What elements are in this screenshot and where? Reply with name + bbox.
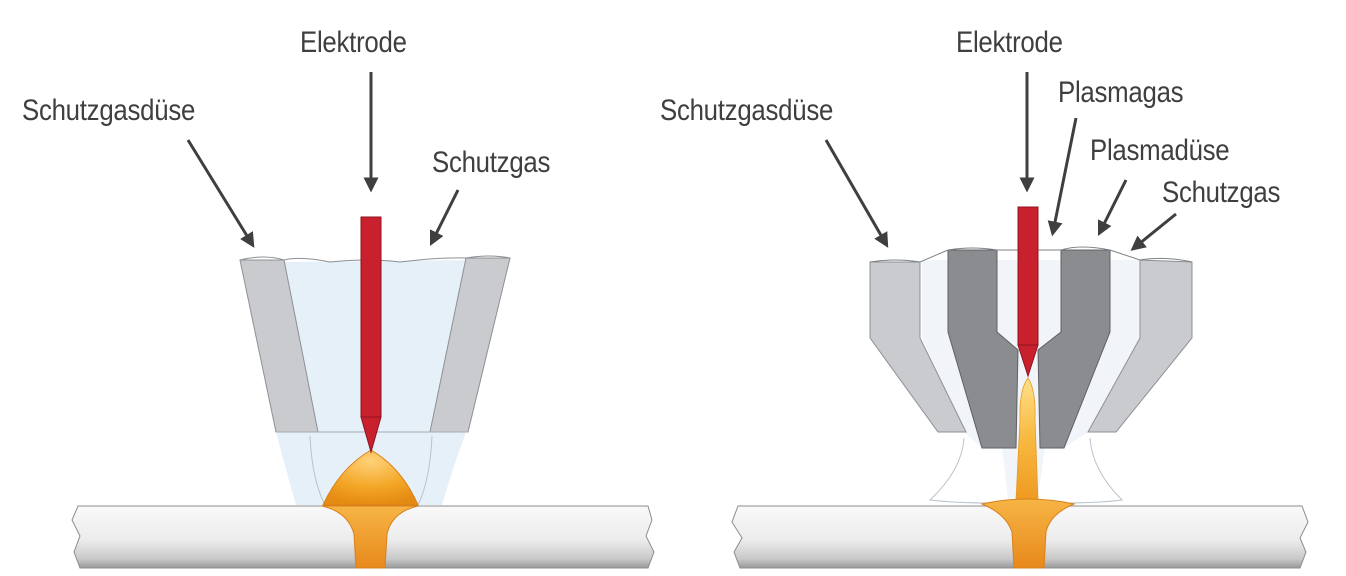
tig-torch bbox=[239, 216, 511, 506]
plasma-gas-outline-left bbox=[928, 437, 991, 504]
plasma-torch bbox=[869, 206, 1193, 504]
tig-weld-pool bbox=[321, 505, 419, 569]
tig-shield-nozzle-arrow bbox=[186, 139, 255, 248]
tig-electrode-tip bbox=[360, 416, 382, 454]
plasma-electrode-tip bbox=[1017, 344, 1039, 378]
plasma-gas-arrow bbox=[1047, 117, 1078, 237]
plasma-shield-gas-label: Schutzgas bbox=[1162, 176, 1281, 209]
tig-gas-outline-left bbox=[309, 435, 326, 506]
plasma-gas-label: Plasmagas bbox=[1058, 76, 1184, 109]
plasma-electrode bbox=[1017, 206, 1039, 346]
plasma-shield-nozzle-arrow bbox=[824, 139, 889, 248]
tig-shield-gas-arrow bbox=[429, 189, 460, 247]
tig-shield-nozzle-label: Schutzgasdüse bbox=[22, 94, 196, 127]
tig-workpiece bbox=[71, 505, 655, 569]
plasma-shield-gas-arrow bbox=[1130, 212, 1177, 251]
tig-gas-outline-right bbox=[417, 435, 433, 506]
plasma-electrode-label: Elektrode bbox=[956, 26, 1063, 59]
plasma-nozzle-label: Plasmadüse bbox=[1090, 134, 1230, 167]
plasma-nozzle-right bbox=[1037, 249, 1111, 449]
plasma-workpiece bbox=[731, 498, 1309, 569]
plasma-gas-outline-right bbox=[1059, 437, 1124, 504]
plasma-shield-nozzle-label: Schutzgasdüse bbox=[660, 94, 834, 127]
tig-electrode bbox=[360, 216, 382, 418]
plasma-weld-pool bbox=[980, 498, 1076, 569]
plasma-nozzle-left bbox=[947, 249, 1019, 449]
plasma-nozzle-arrow bbox=[1097, 179, 1128, 237]
tig-electrode-label: Elektrode bbox=[300, 26, 407, 59]
tig-arc bbox=[322, 449, 419, 506]
tig-shield-gas-label: Schutzgas bbox=[432, 146, 551, 179]
